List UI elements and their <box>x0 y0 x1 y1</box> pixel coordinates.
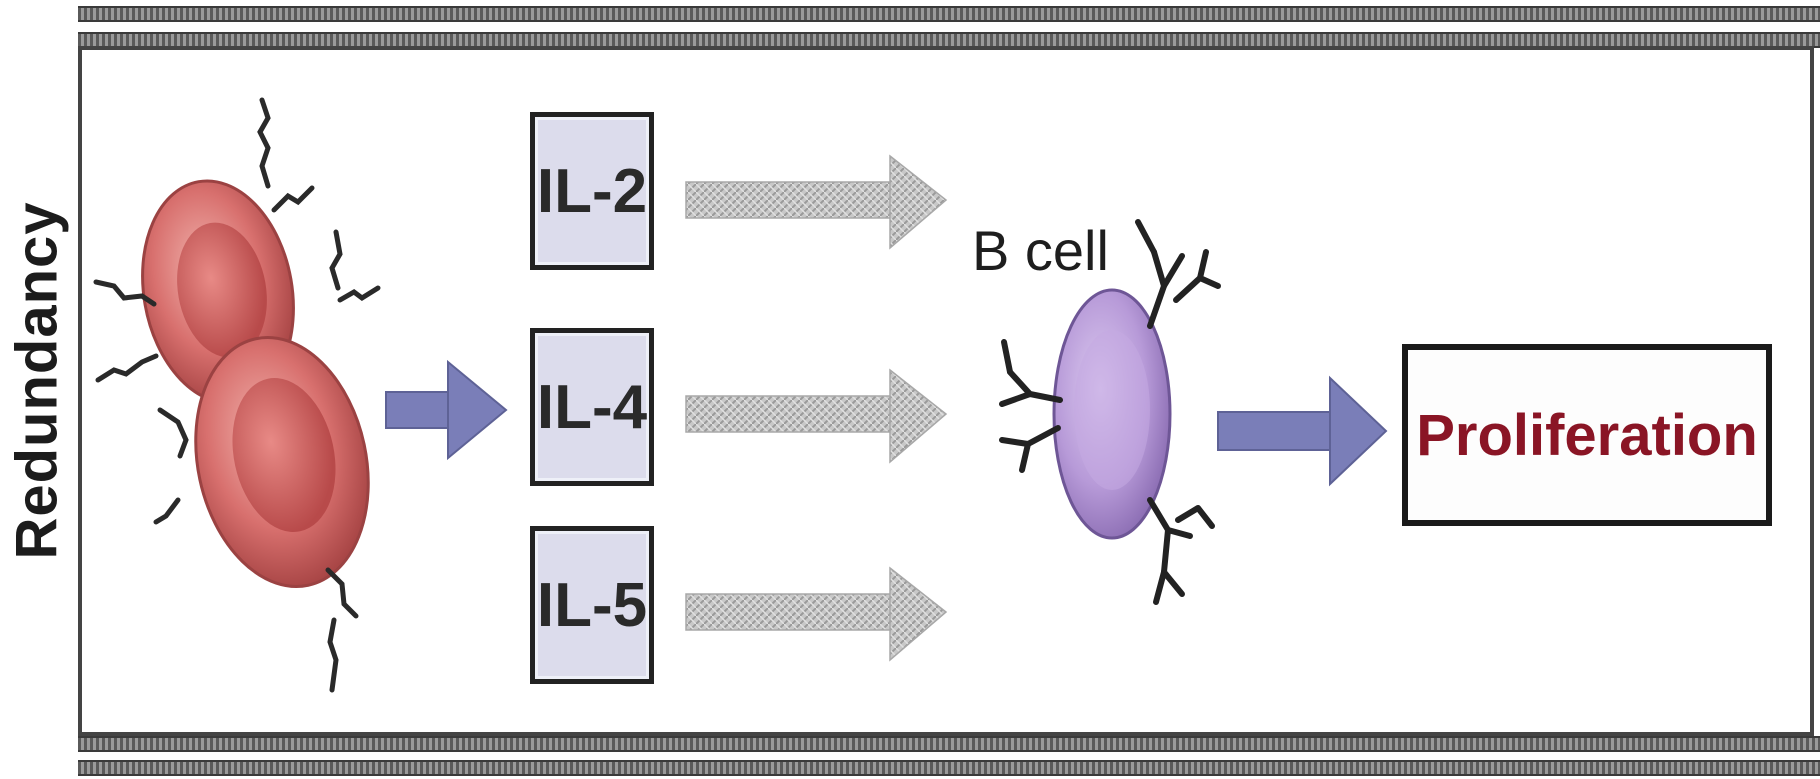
cytokine-box-il4: IL-4 <box>530 328 654 486</box>
cytokine-label-il5: IL-5 <box>537 570 647 641</box>
il2-to-bcell-arrow <box>686 156 946 248</box>
cytokine-label-il2: IL-2 <box>537 156 647 227</box>
il5-to-bcell-arrow <box>686 568 946 660</box>
outcome-label: Proliferation <box>1416 402 1758 469</box>
t-cell-to-cytokines-arrow <box>386 362 506 458</box>
il4-to-bcell-arrow <box>686 370 946 462</box>
cytokine-label-il4: IL-4 <box>537 372 647 443</box>
bcell-to-proliferation-arrow <box>1218 378 1386 484</box>
cytokine-box-il5: IL-5 <box>530 526 654 684</box>
cytokine-box-il2: IL-2 <box>530 112 654 270</box>
outcome-box: Proliferation <box>1402 344 1772 526</box>
b-cell-label: B cell <box>972 218 1109 283</box>
